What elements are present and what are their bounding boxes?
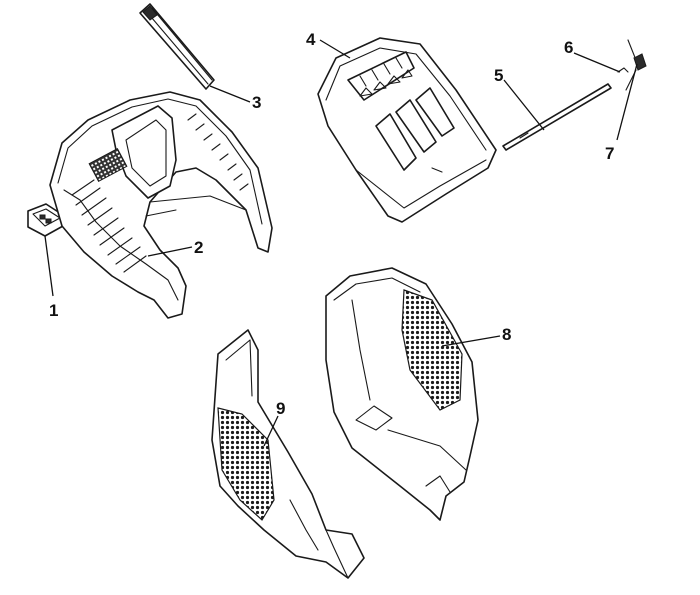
leader-5	[503, 79, 545, 131]
leader-1	[44, 235, 54, 297]
leader-9	[263, 415, 279, 447]
part-5-rod	[502, 83, 612, 151]
callout-4: 4	[306, 30, 316, 49]
part-7-spring	[625, 39, 647, 91]
callout-3: 3	[252, 93, 261, 112]
callout-7: 7	[605, 144, 614, 163]
leader-8	[441, 335, 501, 347]
leader-7	[616, 63, 638, 141]
callout-5: 5	[494, 66, 503, 85]
leader-lines	[44, 39, 638, 447]
leader-4	[319, 39, 351, 59]
callout-labels: 1 2 3 4 5 6 7 8 9	[49, 30, 614, 418]
leader-2	[147, 246, 193, 257]
part-3-grip	[139, 3, 215, 90]
part-2-housing	[49, 91, 273, 319]
part-9-side-panel	[211, 329, 365, 579]
callout-9: 9	[276, 399, 285, 418]
leader-6	[573, 52, 621, 73]
leader-3	[209, 85, 251, 103]
callout-6: 6	[564, 38, 573, 57]
part-8-side-panel	[325, 267, 479, 521]
callout-1: 1	[49, 301, 58, 320]
callout-2: 2	[194, 238, 203, 257]
part-4-cover	[317, 37, 497, 223]
part-6-pin	[617, 67, 629, 73]
callout-8: 8	[502, 325, 511, 344]
